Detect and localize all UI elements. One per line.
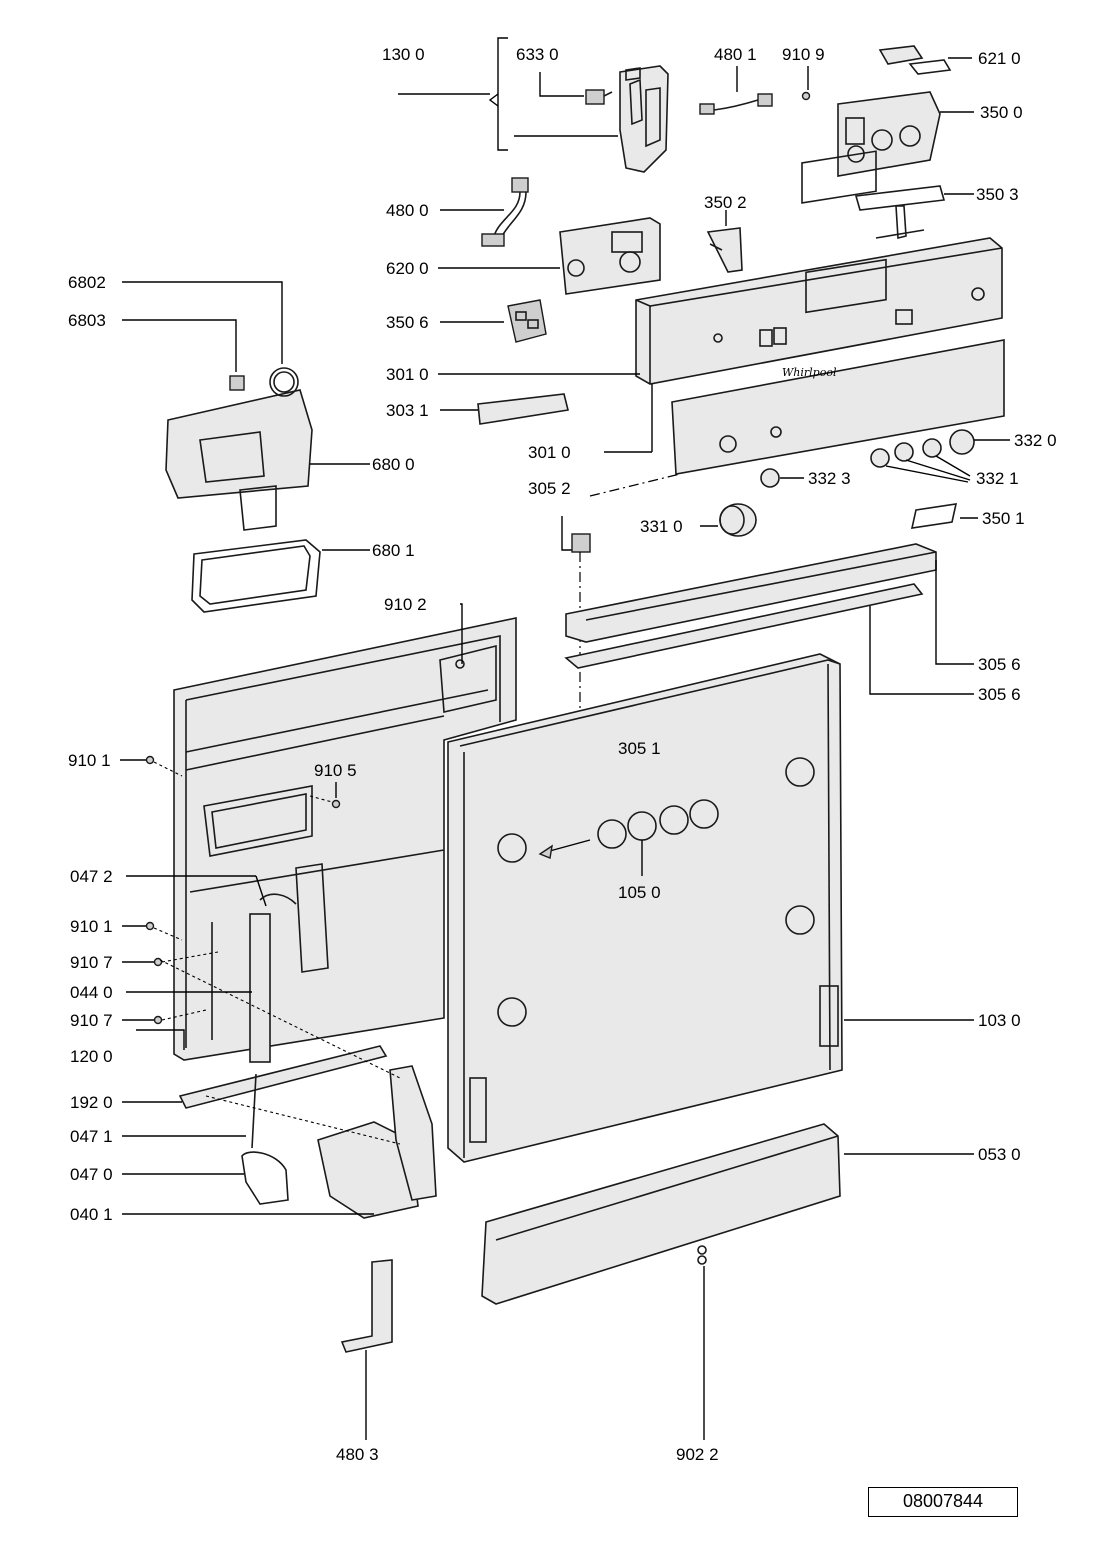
kickplate-053-0 [481, 1123, 974, 1440]
label-680-0: 680 0 [372, 455, 415, 474]
label-053-0: 053 0 [978, 1145, 1021, 1164]
label-047-1: 047 1 [70, 1127, 113, 1146]
part-number-labels: 130 0 633 0 480 1 910 9 621 0 350 0 350 … [68, 45, 1057, 1464]
knobs-332 [760, 429, 1010, 488]
label-350-2: 350 2 [704, 193, 747, 212]
label-331-0: 331 0 [640, 517, 683, 536]
label-305-6-a: 305 6 [978, 655, 1021, 674]
trim-strips-305-6 [564, 543, 974, 695]
label-303-1: 303 1 [386, 401, 429, 420]
label-305-1: 305 1 [618, 739, 661, 758]
label-044-0: 044 0 [70, 983, 113, 1002]
label-301-0-top: 301 0 [386, 365, 429, 384]
knob-331-0 [700, 503, 757, 537]
label-350-6: 350 6 [386, 313, 429, 332]
label-047-0: 047 0 [70, 1165, 113, 1184]
hinge-spring-assembly [122, 875, 437, 1219]
label-910-1-b: 910 1 [70, 917, 113, 936]
label-621-0: 621 0 [978, 49, 1021, 68]
bracket-480-3 [340, 1259, 393, 1440]
label-120-0: 120 0 [70, 1047, 113, 1066]
brand-logo: Whirlpool [782, 366, 837, 379]
label-633-0: 633 0 [516, 45, 559, 64]
reference-number: 08007844 [868, 1487, 1018, 1517]
door-lock-assembly [398, 37, 669, 173]
gasket-680-1 [191, 539, 370, 613]
front-panel-301-0 [589, 258, 1005, 497]
label-350-3: 350 3 [976, 185, 1019, 204]
bracket-350-0 [837, 91, 974, 177]
label-301-0-front: 301 0 [528, 443, 571, 462]
part-350-1 [910, 503, 978, 529]
label-6803: 6803 [68, 311, 106, 330]
label-910-2: 910 2 [384, 595, 427, 614]
label-680-1: 680 1 [372, 541, 415, 560]
label-130-0: 130 0 [382, 45, 425, 64]
part-303-1 [440, 393, 569, 425]
part-621-0 [878, 45, 972, 75]
label-350-0: 350 0 [980, 103, 1023, 122]
label-620-0: 620 0 [386, 259, 429, 278]
label-103-0: 103 0 [978, 1011, 1021, 1030]
screws-910 [120, 755, 341, 1025]
label-332-0: 332 0 [1014, 431, 1057, 450]
label-902-2: 902 2 [676, 1445, 719, 1464]
label-910-7-b: 910 7 [70, 1011, 113, 1030]
label-047-2: 047 2 [70, 867, 113, 886]
label-332-1: 332 1 [976, 469, 1019, 488]
harness-480-0 [440, 177, 529, 247]
label-6802: 6802 [68, 273, 106, 292]
label-332-3: 332 3 [808, 469, 851, 488]
label-910-5: 910 5 [314, 761, 357, 780]
bracket-350-3 [854, 185, 974, 240]
cable-480-1 [699, 66, 773, 115]
label-350-1: 350 1 [982, 509, 1025, 528]
part-350-2 [706, 210, 743, 273]
label-305-2: 305 2 [528, 479, 571, 498]
label-910-9: 910 9 [782, 45, 825, 64]
label-480-1: 480 1 [714, 45, 757, 64]
label-910-1-a: 910 1 [68, 751, 111, 770]
screw-910-9 [801, 66, 811, 101]
leader-910-2 [460, 603, 463, 664]
part-350-6 [440, 299, 547, 343]
label-910-7-a: 910 7 [70, 953, 113, 972]
label-480-0: 480 0 [386, 201, 429, 220]
label-305-6-b: 305 6 [978, 685, 1021, 704]
outer-door-103-0 [447, 653, 974, 1163]
label-040-1: 040 1 [70, 1205, 113, 1224]
label-480-3: 480 3 [336, 1445, 379, 1464]
control-board-620-0 [438, 217, 661, 295]
label-105-0: 105 0 [618, 883, 661, 902]
dispenser-680-0 [122, 281, 370, 531]
label-192-0: 192 0 [70, 1093, 113, 1112]
